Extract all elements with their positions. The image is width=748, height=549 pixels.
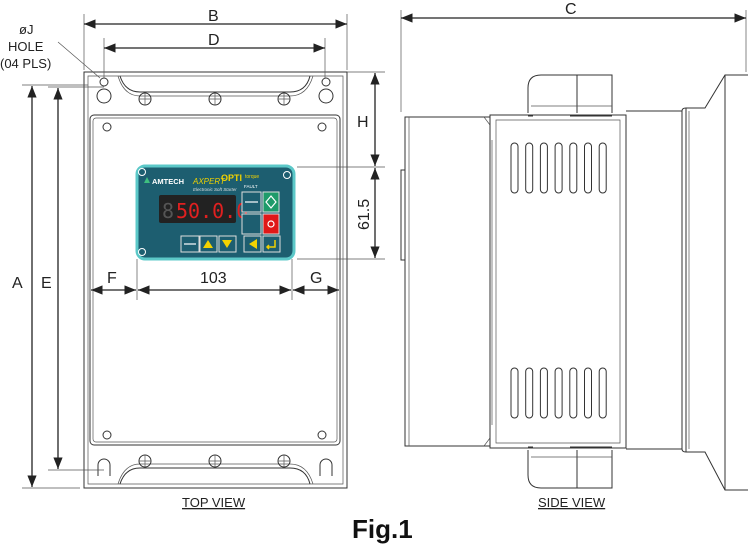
dim-103-label: 103 [200, 270, 227, 287]
dimension-lines [27, 19, 380, 487]
vent-slot [569, 142, 578, 194]
side-view-label: SIDE VIEW [538, 495, 606, 510]
dim-e-label: E [41, 275, 52, 292]
dim-b-label: B [208, 8, 219, 25]
bottom-bracket [119, 467, 311, 485]
dim-f-label: F [107, 270, 117, 287]
top-bracket [119, 75, 311, 93]
stop-button[interactable] [262, 213, 280, 235]
arrow-up-icon [203, 240, 213, 248]
stop-icon [267, 220, 275, 228]
fault-label: FAULT [244, 184, 258, 189]
keypad-panel: AMTECH AXPERT OPTI torque Electronic Sof… [135, 164, 296, 261]
vent-slot [569, 367, 578, 419]
figure-label: Fig.1 [352, 514, 413, 544]
vent-slots [510, 142, 607, 419]
vent-slot [510, 142, 519, 194]
dim-61-5-label: 61.5 [356, 199, 373, 230]
vent-slot [584, 142, 592, 194]
product-label: AXPERT [192, 177, 226, 186]
vent-slot [598, 142, 607, 194]
arrow-left-icon [249, 239, 257, 249]
dim-d-label: D [208, 32, 220, 49]
start-icon [265, 195, 277, 209]
key-enter[interactable] [262, 235, 281, 253]
vent-slot [510, 367, 519, 419]
hole-diameter-label: øJ [19, 22, 33, 37]
display-dim-digit: 8 [162, 199, 174, 223]
key-blank[interactable] [241, 213, 262, 235]
top-view-label: TOP VIEW [182, 495, 246, 510]
led-display [159, 195, 236, 223]
top-view: AMTECH AXPERT OPTI torque Electronic Sof… [0, 8, 385, 510]
vent-slot [525, 367, 534, 419]
hole-count-label: (04 PLS) [0, 56, 51, 71]
dim-g-label: G [310, 270, 322, 287]
vent-slot [584, 367, 592, 419]
brand-label: AMTECH [152, 177, 184, 186]
vent-slot [539, 367, 548, 419]
body-outline [83, 71, 348, 489]
vent-slot [525, 142, 534, 194]
start-button[interactable] [262, 191, 280, 213]
suffix-label: torque [245, 174, 259, 180]
vent-slot [539, 142, 548, 194]
amtech-logo-icon [144, 177, 150, 183]
vent-slot [554, 142, 563, 194]
enter-icon [265, 240, 276, 250]
side-view: C SIDE VIEW [400, 1, 748, 510]
display-value: 50.0.0 [176, 199, 248, 223]
product2-label: OPTI [221, 173, 242, 183]
subtitle-label: Electronic Soft Starter [193, 187, 237, 192]
dim-a-label: A [12, 275, 23, 292]
cover-screw-icon [102, 122, 327, 440]
screw-icon [138, 92, 291, 468]
mounting-hole-icon [96, 77, 334, 476]
hole-label: HOLE [8, 39, 44, 54]
dim-h-label: H [357, 114, 369, 131]
arrow-down-icon [222, 240, 232, 248]
dim-c-label: C [565, 1, 577, 18]
vent-slot [554, 367, 563, 419]
vent-slot [598, 367, 607, 419]
